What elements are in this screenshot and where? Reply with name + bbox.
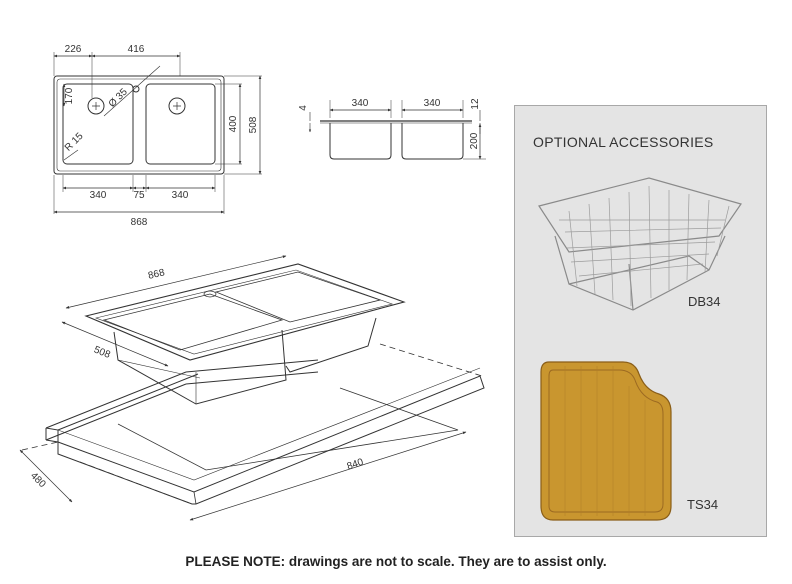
cabinet-side-rail bbox=[185, 359, 319, 385]
disclaimer-note: PLEASE NOTE: drawings are not to scale. … bbox=[185, 554, 607, 569]
plan-view bbox=[53, 52, 262, 214]
iso-sink-top bbox=[84, 263, 406, 361]
board-image bbox=[540, 361, 672, 521]
bowl-right-outline bbox=[145, 83, 216, 165]
basket-label: DB34 bbox=[688, 294, 721, 309]
bowl-left-outline bbox=[62, 83, 134, 165]
section-view-labels: 4 340 340 12 200 bbox=[298, 98, 481, 149]
tap-hole bbox=[132, 85, 140, 93]
dim-iso-868: 868 bbox=[147, 267, 166, 282]
dim-iso-508: 508 bbox=[92, 344, 112, 361]
drain-left bbox=[87, 97, 105, 115]
dim-section-340-left: 340 bbox=[352, 98, 369, 109]
iso-bowl-left bbox=[102, 293, 284, 351]
iso-view bbox=[19, 255, 485, 521]
dim-radius: R 15 bbox=[63, 131, 86, 154]
dim-340-right: 340 bbox=[172, 190, 189, 201]
accessories-panel: OPTIONAL ACCESSORIES DB34 TS34 bbox=[514, 105, 767, 537]
dim-200: 200 bbox=[469, 132, 480, 149]
accessories-title: OPTIONAL ACCESSORIES bbox=[533, 134, 714, 150]
cabinet-rail-front bbox=[57, 375, 485, 505]
iso-bowl-right bbox=[214, 271, 382, 323]
dim-170: 170 bbox=[64, 87, 75, 104]
iso-view-labels: 868 508 480 840 bbox=[28, 267, 365, 490]
cabinet-front-rail bbox=[45, 371, 199, 443]
dim-4: 4 bbox=[298, 105, 309, 111]
dim-868: 868 bbox=[131, 217, 148, 228]
dim-iso-840: 840 bbox=[346, 457, 366, 473]
drain-right bbox=[168, 97, 186, 115]
dim-12: 12 bbox=[470, 98, 481, 110]
sink-outline bbox=[53, 75, 225, 175]
dim-400: 400 bbox=[228, 115, 239, 132]
basket-image bbox=[538, 177, 742, 311]
dim-340-left: 340 bbox=[90, 190, 107, 201]
dim-diameter: Ø 35 bbox=[107, 86, 130, 109]
section-bowl-left bbox=[329, 123, 392, 160]
section-view bbox=[310, 100, 486, 160]
dim-section-340-right: 340 bbox=[424, 98, 441, 109]
dim-416: 416 bbox=[128, 44, 145, 55]
board-label: TS34 bbox=[687, 497, 719, 512]
dim-iso-480: 480 bbox=[28, 470, 48, 490]
dim-75: 75 bbox=[133, 190, 145, 201]
dim-226: 226 bbox=[65, 44, 82, 55]
dim-508: 508 bbox=[248, 116, 259, 133]
plan-view-labels: 226 416 170 Ø 35 R 15 400 508 340 75 340… bbox=[63, 44, 259, 228]
section-bowl-right bbox=[401, 123, 464, 160]
